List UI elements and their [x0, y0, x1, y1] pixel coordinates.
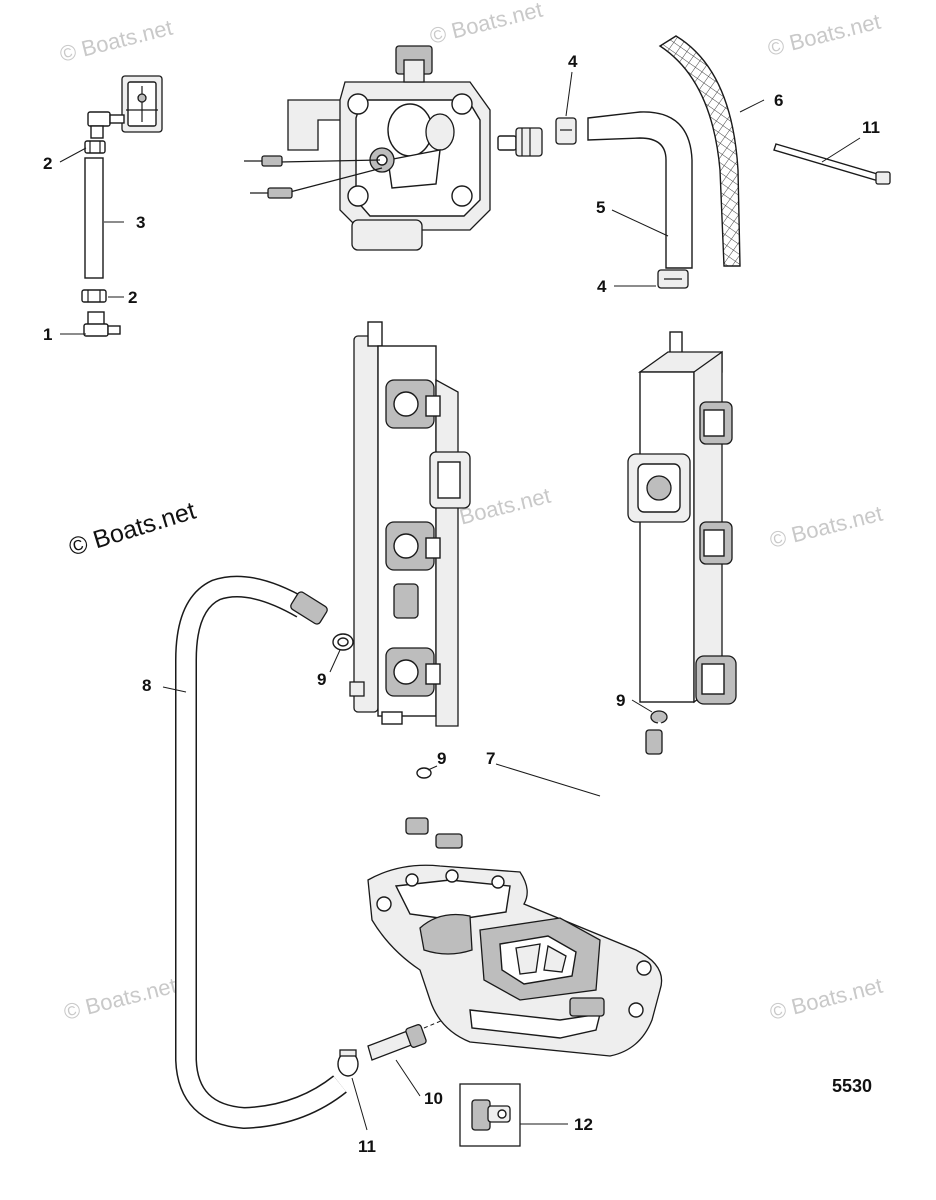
- connector-lower: [81, 289, 107, 303]
- cable-tie-top: [773, 143, 891, 185]
- callout-9-lower: 9: [437, 749, 446, 768]
- fuel-hose-long: [175, 575, 347, 1130]
- callout-3: 3: [136, 213, 145, 232]
- callout-6: 6: [774, 91, 783, 110]
- left-fitting-assembly: [81, 75, 163, 337]
- hose-clamp-lower: [657, 269, 689, 289]
- injector-2: [385, 521, 441, 571]
- leader-lines: [59, 71, 861, 1131]
- hose-clamp-bottom: [337, 1049, 359, 1077]
- callout-12: 12: [574, 1115, 593, 1134]
- callout-4-lower: 4: [597, 277, 607, 296]
- callout-11-top: 11: [862, 118, 880, 137]
- o-ring-lower: [416, 767, 432, 779]
- sensor-module: [429, 451, 471, 509]
- o-ring-left-inner: [337, 637, 349, 647]
- elbow-fitting-top: [87, 111, 125, 139]
- callout-8: 8: [142, 676, 151, 695]
- callout-11-bottom: 11: [358, 1137, 376, 1156]
- callout-2-lower: 2: [128, 288, 137, 307]
- watermark-bottom-left: © Boats.net: [61, 973, 179, 1025]
- callout-labels: 1 2 2 3 4 4 5 6 7 8 9 9 9 10 11 11 12: [43, 52, 880, 1156]
- fuel-line-rigid: [405, 721, 663, 849]
- braided-sleeve: [658, 35, 741, 267]
- adapter-plate: [367, 864, 663, 1057]
- callout-9-left: 9: [317, 670, 326, 689]
- port-fitting: [393, 583, 419, 619]
- watermark-top-left: © Boats.net: [57, 15, 175, 67]
- watermark-large: © Boats.net: [66, 497, 200, 562]
- callout-7: 7: [486, 749, 495, 768]
- elbow-fuel-hose: [587, 111, 693, 269]
- fuel-hose-short: [84, 157, 104, 279]
- tee-fitting: [83, 311, 121, 337]
- rail-injector-top: [699, 401, 733, 445]
- hose-clamp-upper: [555, 117, 577, 145]
- callout-5: 5: [596, 198, 605, 217]
- watermark-top-center: © Boats.net: [427, 0, 545, 49]
- injector-1: [385, 379, 441, 429]
- watermark-top-right: © Boats.net: [765, 9, 883, 61]
- barb-fitting: [367, 1017, 449, 1061]
- rail-injector-bottom: [695, 655, 737, 705]
- figure-number: 5530: [832, 1076, 872, 1096]
- callout-10: 10: [424, 1089, 443, 1108]
- inset-box: [459, 1083, 521, 1147]
- pump-outlet-fitting: [497, 127, 543, 157]
- callout-1: 1: [43, 325, 52, 344]
- connector-upper: [84, 140, 106, 154]
- watermark-bottom-right: © Boats.net: [767, 973, 885, 1025]
- fuel-rail-right: [627, 331, 737, 705]
- fuel-rail-left: [349, 321, 471, 727]
- fuel-pump-assembly: [244, 45, 491, 251]
- watermark-middle-right: © Boats.net: [767, 501, 885, 553]
- rail-injector-middle: [699, 521, 733, 565]
- callout-2-upper: 2: [43, 154, 52, 173]
- callout-4-upper: 4: [568, 52, 578, 71]
- pressure-cover: [627, 453, 691, 523]
- bracket-illustration: [121, 75, 163, 133]
- o-ring-right: [650, 710, 668, 724]
- injector-3: [385, 647, 441, 697]
- callout-9-right: 9: [616, 691, 625, 710]
